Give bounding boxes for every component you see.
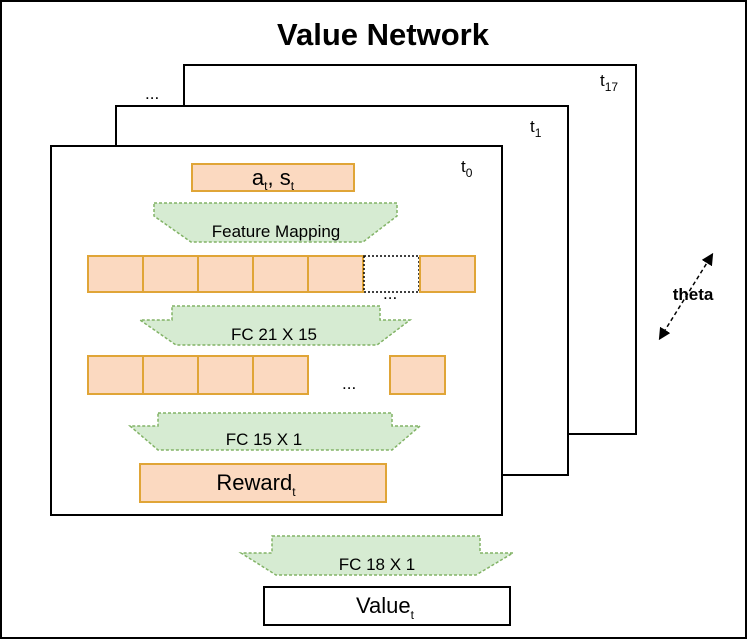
feature-cell [87, 255, 144, 293]
value-box [263, 586, 511, 626]
input-label: at, st [252, 165, 295, 193]
feature-mapping-arrow [153, 202, 398, 243]
feature-cell [197, 255, 254, 293]
fc-15x1-label: FC 15 X 1 [226, 430, 303, 449]
fc-15x1-arrow [127, 412, 423, 451]
theta-arrow [658, 252, 714, 341]
frame-t17-label: t17 [600, 71, 618, 94]
feature-row [87, 255, 476, 293]
feature-cell [142, 255, 199, 293]
hidden-row [87, 355, 446, 395]
feature-mapping-label: Feature Mapping [212, 222, 341, 241]
hidden-cell [197, 355, 254, 395]
fc-18x1-arrow [238, 535, 516, 576]
feature-cell-placeholder [363, 255, 420, 293]
frame-stack-ellipsis: ... [145, 84, 159, 103]
fc-21x15-arrow [137, 305, 413, 346]
feature-cell [252, 255, 309, 293]
feature-row-ellipsis: ... [383, 284, 397, 303]
hidden-cell [252, 355, 309, 395]
fc-18x1-label: FC 18 X 1 [339, 555, 416, 574]
diagram-title: Value Network [277, 17, 490, 52]
theta-label: theta [673, 285, 714, 304]
value-label: Valuet [356, 593, 415, 622]
hidden-cell [389, 355, 446, 395]
hidden-row-ellipsis: ... [342, 374, 356, 393]
hidden-cell [87, 355, 144, 395]
input-box [191, 163, 355, 192]
feature-cell [307, 255, 364, 293]
frame-t1-label: t1 [530, 117, 542, 140]
frame-t0-label: t0 [461, 157, 473, 180]
feature-cell [419, 255, 476, 293]
reward-label: Rewardt [216, 470, 296, 499]
hidden-cell [142, 355, 199, 395]
fc-21x15-label: FC 21 X 15 [231, 325, 317, 344]
reward-box [139, 463, 387, 503]
